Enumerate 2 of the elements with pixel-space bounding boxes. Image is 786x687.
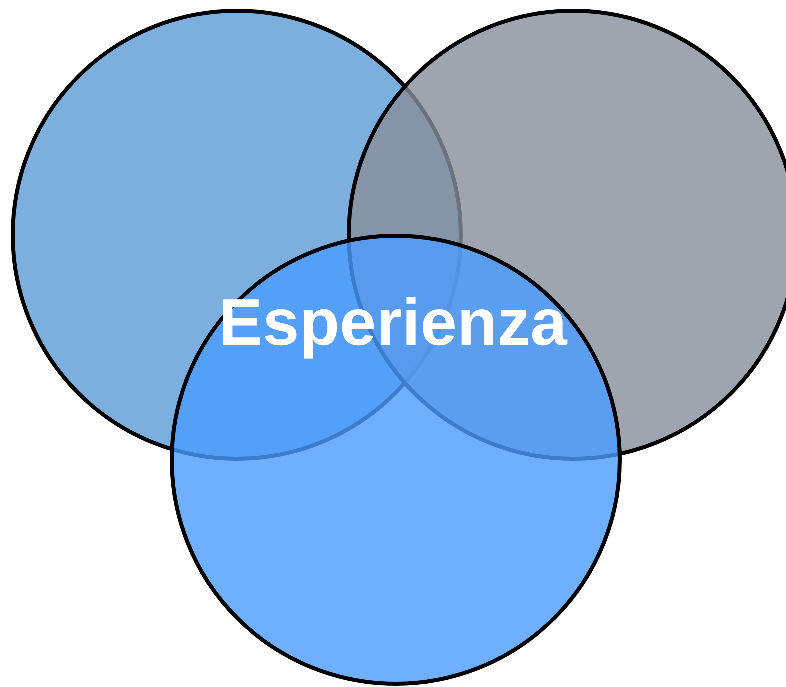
venn-circle: [170, 234, 622, 686]
venn-label: Esperienza: [218, 284, 568, 360]
